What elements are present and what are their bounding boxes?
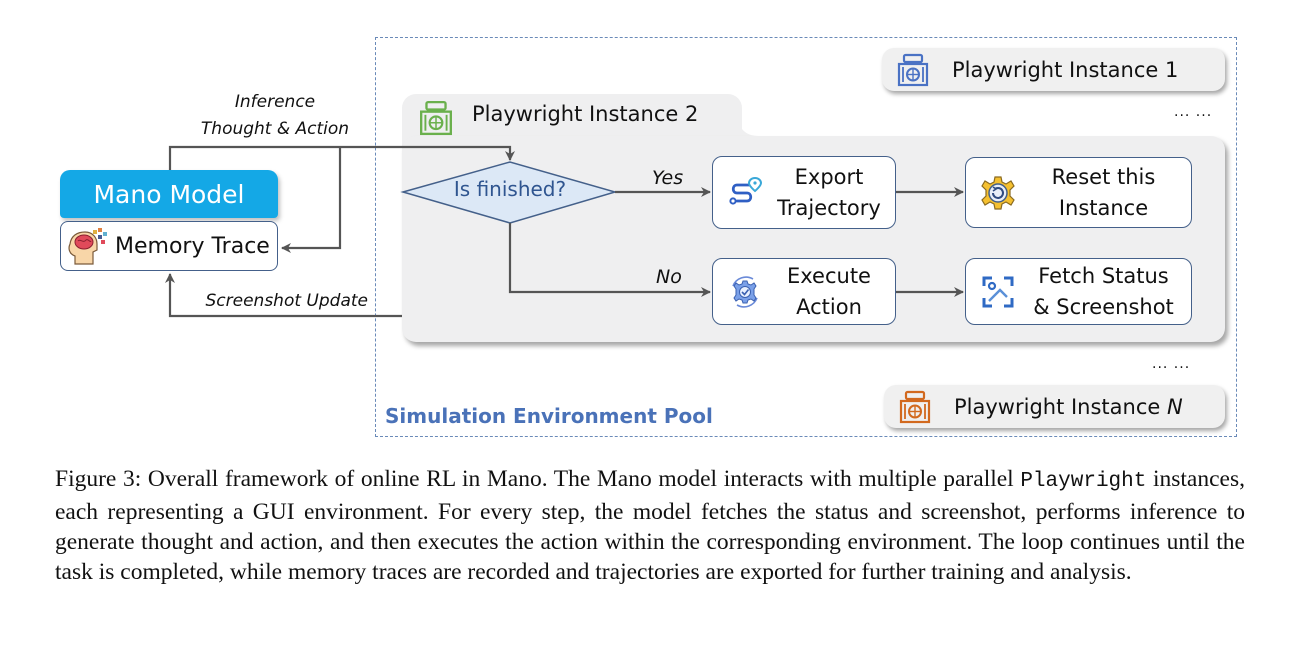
server-globe-icon	[897, 53, 929, 86]
gear-reset-icon	[981, 175, 1015, 210]
execute-line1: Execute	[787, 263, 871, 288]
tab-curve	[728, 112, 768, 138]
ellipsis-top: ... ...	[1174, 104, 1213, 120]
scan-screenshot-icon	[982, 276, 1014, 307]
brain-head-icon	[68, 228, 107, 265]
server-globe-icon	[420, 100, 452, 136]
mano-model-box: Mano Model	[60, 170, 278, 218]
inference-label-line2: Thought & Action	[200, 119, 350, 139]
execute-line2: Action	[796, 294, 862, 319]
framework-diagram: Simulation Environment Pool Playwright I…	[60, 37, 1237, 437]
yes-label: Yes	[652, 167, 684, 189]
reset-line1: Reset this	[1051, 164, 1156, 189]
figure-caption: Figure 3: Overall framework of online RL…	[55, 464, 1245, 587]
server-globe-icon	[899, 390, 931, 423]
inference-label-line1: Inference	[234, 92, 316, 112]
instance-1-box: Playwright Instance 1	[882, 48, 1225, 91]
gear-check-icon	[732, 275, 758, 308]
export-line1: Export	[794, 164, 864, 189]
pool-title: Simulation Environment Pool	[385, 404, 713, 428]
memory-arrow	[281, 147, 342, 253]
screenshot-update-arrow	[165, 273, 402, 318]
ellipsis-bottom: ... ...	[1152, 356, 1191, 372]
caption-code: Playwright	[1020, 470, 1147, 493]
reset-instance-node: Reset this Instance	[965, 157, 1192, 228]
fetch-line1: Fetch Status	[1038, 263, 1169, 288]
fetch-status-node: Fetch Status & Screenshot	[965, 258, 1192, 325]
no-arrow	[508, 223, 711, 297]
memory-trace-box: Memory Trace	[60, 221, 278, 271]
reset-line2: Instance	[1058, 195, 1149, 220]
instance-n-label: Playwright Instance N	[954, 395, 1183, 419]
decision-label: Is finished?	[453, 177, 567, 201]
export-line2: Trajectory	[777, 195, 881, 220]
simulation-pool-container	[375, 37, 1237, 437]
instance-n-var: N	[1166, 394, 1183, 419]
fetch-line2: & Screenshot	[1033, 294, 1174, 319]
memory-trace-label: Memory Trace	[115, 233, 270, 259]
instance-n-box: Playwright Instance N	[884, 385, 1225, 428]
execute-action-node: Execute Action	[712, 258, 896, 325]
export-trajectory-node: Export Trajectory	[712, 156, 896, 229]
instance-2-label: Playwright Instance 2	[472, 102, 699, 126]
instance-1-label: Playwright Instance 1	[952, 57, 1179, 82]
instance-n-prefix: Playwright Instance	[954, 394, 1167, 419]
no-label: No	[656, 266, 682, 288]
caption-part1: Figure 3: Overall framework of online RL…	[55, 466, 1021, 492]
caption-part2: instances, each representing a GUI envir…	[55, 466, 1245, 585]
route-pin-icon	[729, 176, 763, 205]
connectors	[165, 145, 964, 318]
screenshot-update-label: Screenshot Update	[205, 291, 369, 311]
